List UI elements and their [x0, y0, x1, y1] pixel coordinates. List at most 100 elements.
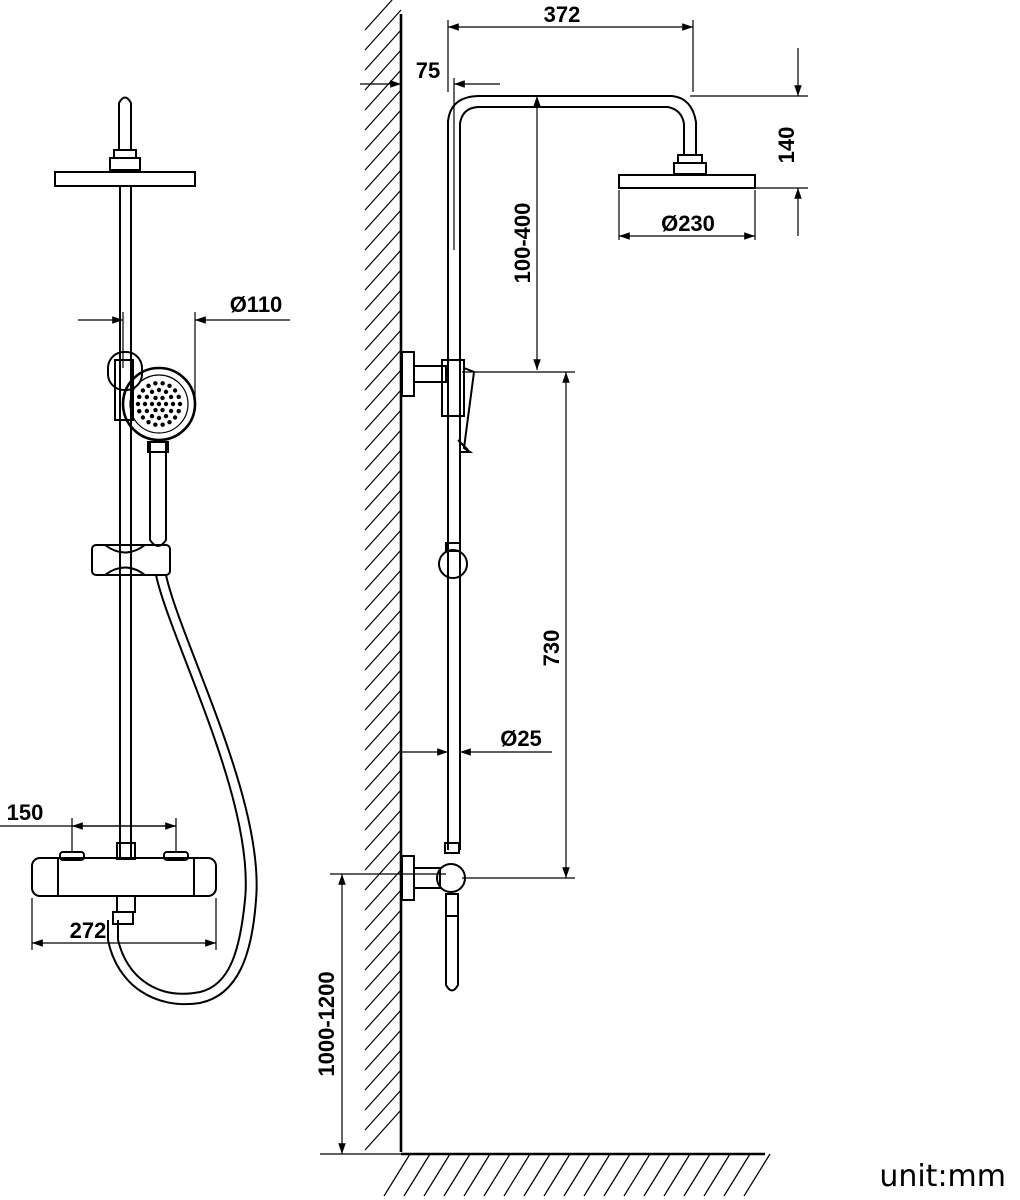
hatch-line: [364, 469, 402, 511]
nozzle-dot: [146, 383, 151, 389]
hatch-line: [364, 129, 402, 171]
nozzle-dot: [149, 413, 155, 419]
hatch-line: [364, 609, 402, 651]
nozzle-dot: [160, 407, 165, 413]
nozzle-dot: [149, 401, 155, 407]
hatch-line: [364, 1009, 402, 1051]
hatch-line: [364, 489, 402, 531]
hatch-line: [364, 389, 402, 431]
hatch-line: [364, 429, 402, 471]
hatch-line: [364, 829, 402, 871]
nozzle-dot: [156, 415, 162, 421]
hatch-line: [364, 0, 393, 31]
hatch-line: [364, 549, 402, 591]
dim-140: 140: [774, 127, 799, 164]
hatch-line: [364, 889, 402, 931]
hatch-line: [364, 529, 402, 571]
hatch-line: [364, 149, 402, 191]
hatch-line: [364, 589, 402, 631]
slide-bracket: [91, 544, 171, 576]
diverter-knob: [436, 863, 466, 893]
hatch-line: [663, 1153, 691, 1197]
nozzle-dot: [163, 401, 169, 407]
nozzle-dot: [137, 408, 142, 414]
hatch-line: [364, 329, 402, 371]
hatch-line: [403, 1153, 431, 1197]
hatch-line: [703, 1153, 731, 1197]
nozzle-dot: [160, 395, 165, 401]
nozzle-dot: [160, 381, 165, 386]
hatch-line: [364, 229, 402, 271]
nozzle-dot: [153, 395, 158, 401]
hatch-line: [463, 1153, 491, 1197]
nozzle-dot: [177, 401, 183, 407]
arm-inner: [459, 106, 685, 155]
nozzle-dot: [170, 401, 176, 407]
hatch-line: [364, 449, 402, 491]
hatch-line: [364, 769, 402, 811]
dim-150: 150: [7, 800, 44, 825]
hatch-line: [364, 1029, 402, 1071]
hatch-line: [364, 729, 402, 771]
nozzle-dot: [167, 383, 172, 389]
hatch-line: [483, 1153, 511, 1197]
hatch-line: [683, 1153, 711, 1197]
hatch-line: [364, 9, 402, 51]
hatch-line: [383, 1153, 411, 1197]
hatch-line: [423, 1153, 451, 1197]
dimension-labels: 372 75 140 Ø230 100-400 Ø110 730 Ø25 150…: [7, 2, 799, 1077]
nozzle-dot: [146, 419, 151, 425]
hose-inner: [107, 574, 258, 1006]
rain-head-front: [54, 171, 196, 187]
hatch-line: [364, 749, 402, 791]
dim-100-400: 100-400: [510, 203, 535, 284]
nozzle-dot: [168, 394, 174, 400]
side-slider: [438, 549, 468, 579]
nozzle-dot: [149, 389, 155, 395]
hatch-line: [364, 849, 402, 891]
wall-hatch: [364, 0, 402, 1151]
hatch-line: [364, 949, 402, 991]
hatch-line: [364, 69, 402, 111]
nozzle-dot: [144, 394, 150, 400]
nozzle-pattern: [135, 381, 183, 427]
dim-110: Ø110: [230, 292, 283, 317]
mixer-body: [31, 857, 217, 897]
rain-head-side: [618, 174, 756, 189]
hatch-line: [364, 1049, 402, 1091]
nozzle-dot: [160, 422, 165, 427]
dim-1000-1200: 1000-1200: [314, 971, 339, 1076]
dim-272: 272: [70, 918, 107, 943]
hatch-line: [364, 709, 402, 751]
hatch-line: [364, 569, 402, 611]
hatch-line: [364, 289, 402, 331]
hatch-line: [364, 809, 402, 851]
nozzle-dot: [142, 401, 148, 407]
hatch-line: [643, 1153, 671, 1197]
lower-wall-bracket: [401, 855, 415, 901]
hatch-line: [364, 509, 402, 551]
hatch-line: [364, 909, 402, 951]
hatch-line: [364, 869, 402, 911]
dim-730: 730: [539, 630, 564, 667]
hatch-line: [364, 29, 402, 71]
nozzle-dot: [140, 415, 146, 420]
nozzle-dot: [153, 422, 158, 427]
hatch-line: [443, 1153, 471, 1197]
nozzle-dot: [163, 389, 169, 395]
hatch-line: [364, 409, 402, 451]
nozzle-dot: [135, 401, 141, 407]
hatch-line: [364, 309, 402, 351]
nozzle-dot: [156, 401, 162, 407]
dim-75: 75: [416, 58, 440, 83]
hatch-line: [364, 649, 402, 691]
hatch-line: [364, 929, 402, 971]
nozzle-dot: [144, 408, 150, 414]
hatch-line: [364, 109, 402, 151]
hatch-line: [364, 349, 402, 391]
hatch-line: [723, 1153, 751, 1197]
nozzle-dot: [176, 394, 181, 400]
hatch-line: [364, 1109, 402, 1151]
hatch-line: [523, 1153, 551, 1197]
